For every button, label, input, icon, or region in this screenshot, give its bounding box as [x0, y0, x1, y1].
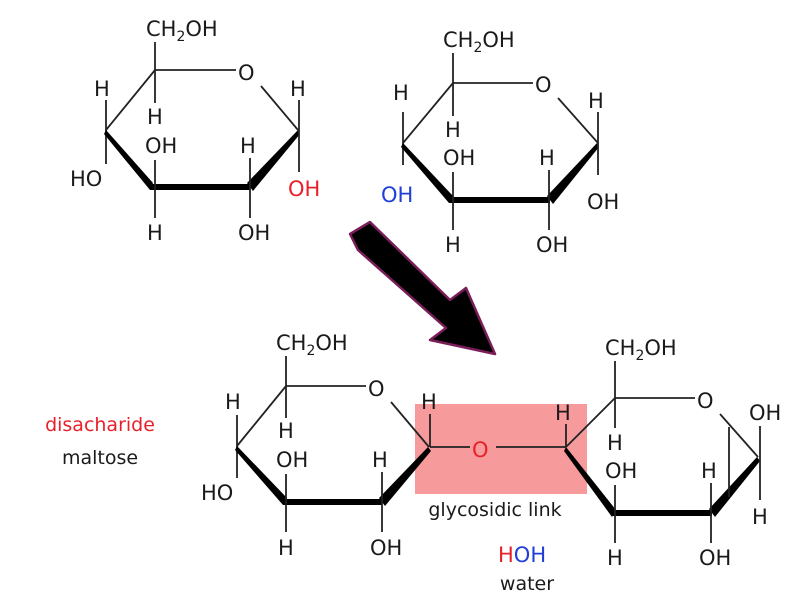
h-atom: H — [278, 419, 294, 443]
ring-oxygen: O — [535, 73, 552, 97]
reacting-hydroxyl-red: OH — [288, 177, 320, 201]
hydroxyl-group: OH — [145, 134, 177, 158]
glycosidic-link-highlight — [415, 404, 587, 494]
maltose-label: maltose — [62, 447, 138, 469]
hydroxyl-group: OH — [443, 146, 475, 170]
h-atom: H — [607, 546, 623, 570]
h-atom: H — [393, 81, 409, 105]
maltose-right-ring: H CH2OH O H OH H H OH OH H — [555, 336, 781, 570]
reacting-hydroxyl-blue: OH — [381, 183, 413, 207]
h-atom: H — [445, 118, 461, 142]
wedge-bond — [104, 130, 153, 190]
h-atom: H — [278, 536, 294, 560]
h-atom: H — [372, 448, 388, 472]
h-atom: H — [94, 77, 110, 101]
h-atom: H — [225, 390, 241, 414]
hydroxyl-group: OH — [605, 459, 637, 483]
h-atom: H — [555, 401, 571, 425]
ch2oh-label: CH2OH — [443, 28, 515, 56]
h-atom: H — [701, 459, 717, 483]
h-atom: H — [539, 146, 555, 170]
water-formula: HOH — [498, 543, 546, 567]
bond — [260, 85, 299, 131]
maltose-left-ring: CH2OH O H H HO OH H H OH H — [201, 331, 437, 560]
wedge-bond — [247, 130, 300, 191]
wedge-bond — [235, 446, 287, 505]
ch2oh-label: CH2OH — [146, 17, 218, 45]
water-label: water — [500, 573, 554, 595]
glucose-molecule-2: CH2OH O H H OH OH H H OH H OH — [381, 28, 619, 257]
h-atom: H — [290, 77, 306, 101]
ring-oxygen: O — [368, 377, 385, 401]
bond — [390, 401, 430, 448]
h-atom: H — [147, 105, 163, 129]
wedge-bond — [547, 143, 599, 204]
bond — [236, 385, 287, 447]
glycosidic-link-label: glycosidic link — [428, 499, 561, 521]
ch2oh-label: CH2OH — [605, 336, 677, 364]
reaction-arrow-icon — [348, 220, 497, 356]
hydroxyl-group: OH — [536, 233, 568, 257]
wedge-bond — [709, 457, 760, 517]
hydroxyl-group: OH — [238, 221, 270, 245]
ring-oxygen: O — [697, 389, 714, 413]
h-atom: H — [445, 233, 461, 257]
ch2oh-label: CH2OH — [276, 331, 348, 359]
glycosidic-oxygen: O — [472, 438, 489, 462]
hydroxyl-group: OH — [749, 401, 781, 425]
bond — [557, 97, 599, 144]
hydroxyl-group: OH — [370, 536, 402, 560]
wedge-bond — [379, 447, 431, 506]
h-atom: H — [421, 390, 437, 414]
wedge-bond — [564, 447, 616, 517]
hydroxyl-group: HO — [70, 167, 102, 191]
ring-oxygen: O — [238, 61, 255, 85]
bond — [402, 82, 454, 144]
h-atom: H — [147, 221, 163, 245]
bond — [105, 69, 156, 131]
h-atom: H — [752, 505, 768, 529]
hydroxyl-group: OH — [699, 546, 731, 570]
h-atom: H — [607, 431, 623, 455]
h-atom: H — [588, 89, 604, 113]
h-atom: H — [240, 134, 256, 158]
disacharide-label: disacharide — [45, 414, 155, 436]
bond — [565, 397, 616, 448]
wedge-bond — [401, 143, 453, 203]
bond — [719, 413, 759, 458]
hydroxyl-group: OH — [276, 448, 308, 472]
hydroxyl-group: HO — [201, 481, 233, 505]
hydroxyl-group: OH — [587, 190, 619, 214]
glucose-molecule-1: CH2OH O H H HO OH H H OH H — [70, 17, 320, 245]
